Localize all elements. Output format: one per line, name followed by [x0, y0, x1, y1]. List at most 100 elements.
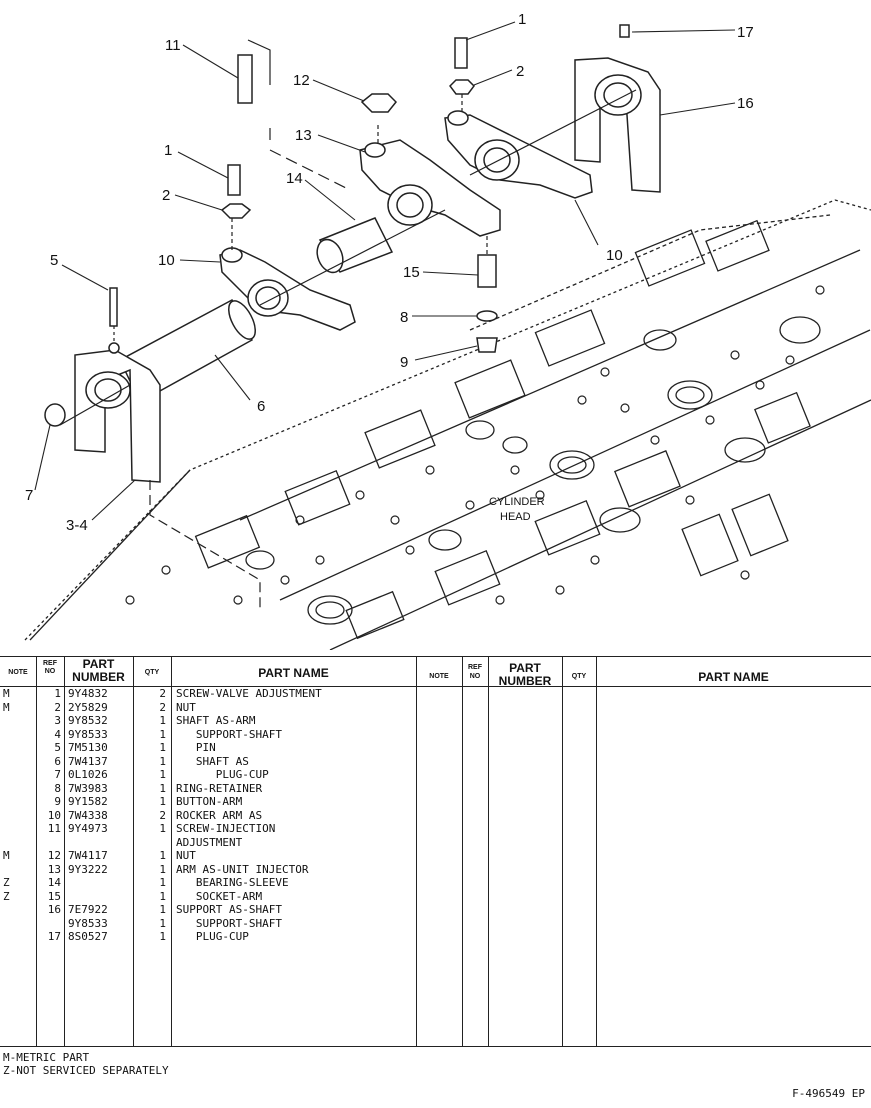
callout-8: 8	[400, 309, 408, 326]
row-part-number: 7W3983	[68, 781, 108, 795]
row-part-name: SHAFT AS-ARM	[176, 714, 256, 727]
row-ref-no: 7	[54, 768, 61, 781]
table-row: 7 0L1026 1 PLUG-CUP	[0, 768, 420, 781]
callout-7: 7	[25, 487, 33, 504]
callout-15: 15	[403, 264, 420, 281]
row-part-name: ADJUSTMENT	[176, 835, 243, 849]
row-part-number: 9Y3222	[68, 862, 108, 876]
assembly-center-lines	[59, 39, 637, 608]
row-part-number: 7M5130	[68, 741, 108, 754]
row-ref-no: 14	[47, 876, 61, 889]
col-rule	[462, 656, 463, 1046]
row-part-number: 9Y8533	[68, 727, 108, 741]
row-part-name: SHAFT AS	[176, 754, 249, 768]
header-part-name: PART NAME	[258, 666, 329, 680]
col-rule	[171, 656, 172, 1046]
header-note-right: NOTE	[429, 673, 449, 680]
col-rule	[64, 656, 65, 1046]
row-ref-no: 11	[47, 822, 61, 835]
exploded-diagram: 1 2 17 11 12 16 13 1 14 2 10 10 5 15 8 9…	[24, 11, 871, 650]
col-rule	[562, 656, 563, 1046]
table-row: 3 9Y8532 1 SHAFT AS-ARM	[0, 714, 420, 727]
row-part-name: BUTTON-ARM	[176, 795, 243, 808]
parts-table: NOTE REF NO PART NUMBER QTY PART NAME NO…	[0, 656, 871, 1048]
row-part-name: SCREW-INJECTION	[176, 822, 276, 835]
table-row: ADJUSTMENT	[0, 836, 420, 849]
row-part-name: PLUG-CUP	[176, 930, 249, 943]
callout-17: 17	[737, 24, 754, 41]
row-qty: 1	[159, 768, 166, 781]
callout-1: 1	[518, 11, 526, 28]
row-part-number: 9Y4973	[68, 822, 108, 835]
row-qty: 1	[159, 781, 166, 795]
row-part-name: SUPPORT-SHAFT	[176, 916, 282, 930]
cylinder-head-bolt-holes	[125, 285, 825, 605]
header-part-bottom: NUMBER	[72, 670, 125, 684]
row-part-number: 9Y8532	[68, 714, 108, 727]
row-part-name: PIN	[176, 741, 216, 754]
callout-2: 2	[516, 63, 524, 80]
col-rule	[36, 656, 37, 1046]
row-ref-no: 13	[47, 862, 61, 876]
callout-10: 10	[158, 252, 175, 269]
header-qty-right: QTY	[571, 673, 587, 680]
row-part-name: PLUG-CUP	[176, 768, 269, 781]
row-part-number: 0L1026	[68, 768, 108, 781]
row-part-number: 9Y4832	[68, 687, 108, 700]
callout-5: 5	[50, 252, 58, 269]
row-part-number: 2Y5829	[68, 700, 108, 714]
callout-11: 11	[165, 37, 181, 54]
row-note: M	[3, 700, 10, 714]
callout-1b: 1	[164, 142, 172, 159]
header-note: NOTE	[8, 669, 28, 676]
row-qty: 1	[159, 727, 166, 741]
row-ref-no: 15	[47, 889, 61, 903]
row-note: Z	[3, 889, 10, 903]
callout-10b: 10	[606, 247, 623, 264]
row-ref-no: 16	[47, 903, 61, 916]
row-qty: 1	[159, 903, 166, 916]
row-part-name: SCREW-VALVE ADJUSTMENT	[176, 687, 322, 700]
row-qty: 2	[159, 700, 166, 714]
row-qty: 1	[159, 930, 166, 943]
table-top-rule	[0, 656, 871, 657]
row-part-name: NUT	[176, 849, 196, 862]
row-qty: 1	[159, 714, 166, 727]
callout-16: 16	[737, 95, 754, 112]
row-ref-no: 3	[54, 714, 61, 727]
row-part-number: 7W4137	[68, 754, 108, 768]
row-ref-no: 5	[54, 741, 61, 754]
row-part-name: RING-RETAINER	[176, 781, 263, 795]
footnotes: M-METRIC PART Z-NOT SERVICED SEPARATELY	[3, 1051, 169, 1077]
row-part-name: ARM AS-UNIT INJECTOR	[176, 862, 309, 876]
header-part-top: PART	[82, 657, 115, 671]
row-part-number: 7W4117	[68, 849, 108, 862]
row-qty: 1	[159, 876, 166, 889]
col-rule	[488, 656, 489, 1046]
table-bottom-rule	[0, 1046, 871, 1047]
row-ref-no: 8	[54, 781, 61, 795]
row-ref-no: 12	[47, 849, 61, 862]
cylinder-head-drawing	[24, 199, 871, 650]
row-ref-no: 1	[54, 687, 61, 700]
row-part-name: ROCKER ARM AS	[176, 808, 263, 822]
row-note: M	[3, 849, 10, 862]
col-rule	[416, 656, 417, 1046]
row-part-name: SOCKET-ARM	[176, 889, 263, 903]
row-ref-no: 4	[54, 727, 61, 741]
row-qty: 1	[159, 795, 166, 808]
callout-6: 6	[257, 398, 265, 415]
row-part-name: BEARING-SLEEVE	[176, 876, 289, 889]
row-part-name: NUT	[176, 700, 196, 714]
row-qty: 2	[159, 687, 166, 700]
cylinder-head-label-line2: HEAD	[500, 511, 531, 523]
